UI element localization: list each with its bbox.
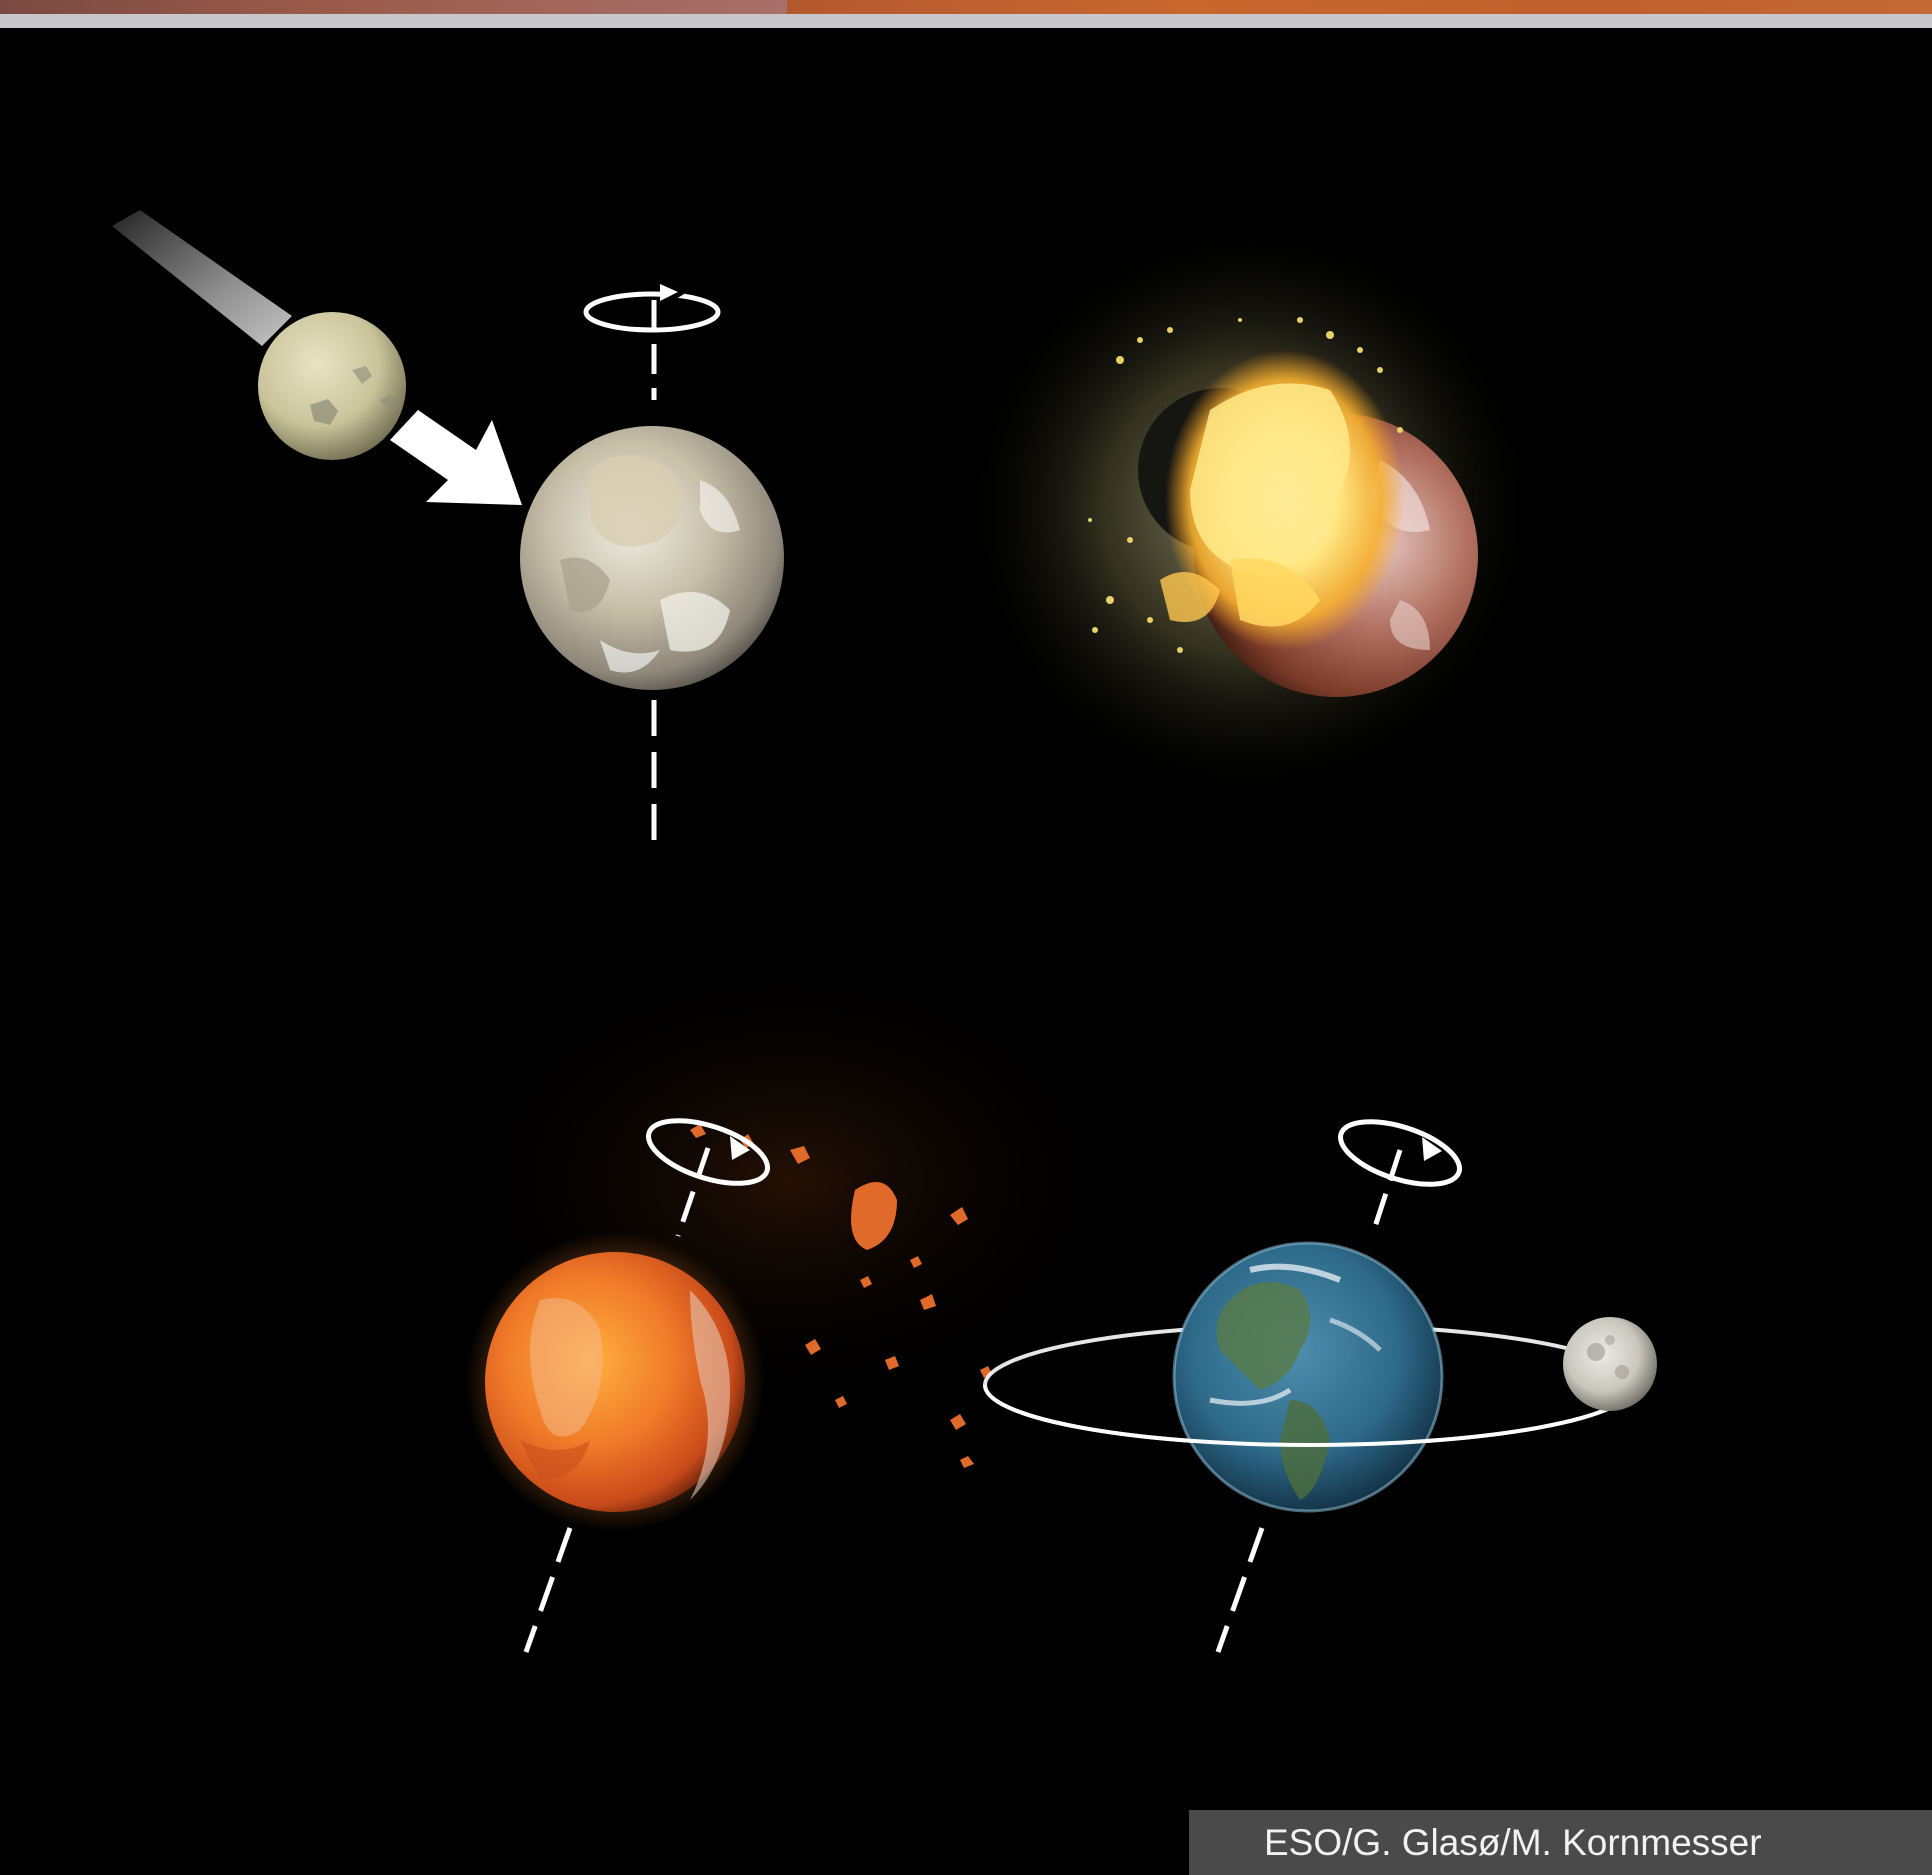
- top-rule: [0, 14, 1932, 28]
- debris-fragments: [690, 1124, 992, 1468]
- top-band-left: [0, 0, 787, 14]
- rotation-axis: [1215, 1149, 1403, 1653]
- explosion-flash: [1160, 350, 1405, 650]
- proto-earth: [520, 426, 784, 690]
- impactor-trail: [112, 210, 292, 346]
- collision-sparks: [1088, 317, 1403, 653]
- molten-earth: [465, 1232, 765, 1532]
- modern-earth: [1172, 1241, 1444, 1513]
- moon: [1563, 1317, 1657, 1411]
- moon-orbit-front: [983, 1384, 1637, 1447]
- rotation-axis: [523, 1147, 711, 1653]
- top-band-right: [787, 0, 1932, 14]
- impactor-body: [258, 312, 406, 460]
- top-band: [0, 0, 1932, 28]
- image-credit: ESO/G. Glasø/M. Kornmesser: [1189, 1810, 1932, 1875]
- impact-arrow-icon: [390, 410, 522, 505]
